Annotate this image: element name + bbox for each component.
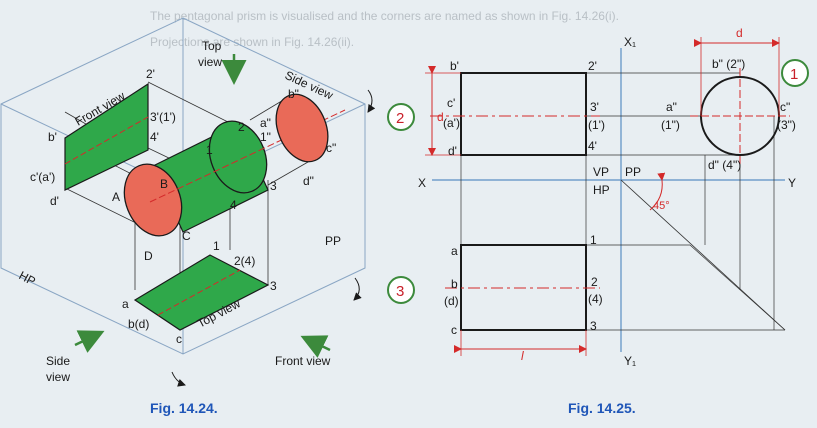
- label-front-2prime: 2': [588, 59, 597, 73]
- miter-line: [620, 179, 786, 331]
- fig-14-24: Top view Side view Front view Top view S…: [0, 17, 376, 416]
- label-side-b-2: b" (2"): [712, 57, 745, 71]
- front-view-arrow: [300, 335, 331, 358]
- fig-14-24-caption: Fig. 14.24.: [150, 400, 218, 416]
- label-x: X: [418, 176, 426, 190]
- label-top-2-4: 2(4): [234, 254, 255, 268]
- fig25-projectors: [460, 72, 786, 331]
- fig24-point-labels: 2' 3'(1') 4' b' c'(a') d' A B C D 1 2 3 …: [30, 67, 336, 346]
- side-view-arrow-label-2: view: [46, 370, 70, 384]
- label-A: A: [112, 190, 120, 204]
- label-top-c: c: [176, 332, 182, 346]
- label-top-1: 1: [213, 239, 220, 253]
- label-front-1prime: (1'): [588, 118, 605, 132]
- label-2: 2: [238, 120, 245, 134]
- label-front-dprime: d': [448, 144, 457, 158]
- label-top-2: 2: [591, 275, 598, 289]
- label-front-3prime: 3': [590, 100, 599, 114]
- label-b-dbl: b": [288, 87, 299, 101]
- cylinder-end-circle: [208, 120, 268, 194]
- label-side-d-4: d" (4"): [708, 158, 741, 172]
- top-view-axis: [157, 269, 241, 316]
- label-front-aprime: (a'): [443, 116, 460, 130]
- label-1: 1: [206, 143, 213, 157]
- label-1-dbl: 1": [260, 130, 271, 144]
- label-top-1: 1: [590, 233, 597, 247]
- label-45deg: 45°: [653, 200, 670, 212]
- label-C: C: [182, 229, 191, 243]
- label-front-4prime: 4': [588, 139, 597, 153]
- fig-14-25-caption: Fig. 14.25.: [568, 400, 636, 416]
- circle-1-label: 1: [790, 66, 798, 83]
- label-side-c: c": [780, 100, 790, 114]
- label-c-dbl: c": [326, 141, 336, 155]
- label-top-b-d: b(d): [128, 317, 149, 331]
- label-top-3: 3: [270, 279, 277, 293]
- label-a-dbl: a": [260, 116, 271, 130]
- label-dprime: d': [50, 194, 59, 208]
- rotate-arrow-side: [367, 89, 376, 113]
- fig25-labels: X₁ Y₁ X Y VP HP PP 45° d d l b' 2' c' (a…: [418, 26, 796, 368]
- top-view-face: [133, 254, 270, 331]
- label-D: D: [144, 249, 153, 263]
- circle-3-label: 3: [396, 283, 404, 300]
- circle-2: [387, 103, 415, 131]
- label-front-cprime: c': [447, 96, 455, 110]
- label-y1: Y₁: [624, 354, 636, 368]
- label-x1: X₁: [624, 35, 636, 49]
- label-top-d: (d): [444, 294, 459, 308]
- side-view-circle: [275, 93, 329, 163]
- label-4prime: 4': [150, 130, 159, 144]
- side-view-arrow-label-1: Side: [46, 354, 70, 368]
- front-view-rect: [460, 72, 587, 156]
- label-d-dbl: d": [303, 174, 314, 188]
- cylinder-axis: [149, 109, 346, 203]
- circle-3: [387, 276, 415, 304]
- label-top-b: b: [451, 277, 458, 291]
- label-4: 4: [230, 198, 237, 212]
- label-3prime-1prime: 3'(1'): [150, 110, 176, 124]
- label-top-4: (4): [588, 292, 603, 306]
- label-3: 3: [270, 179, 277, 193]
- label-side-3: (3"): [777, 118, 796, 132]
- label-side-1: (1"): [661, 118, 680, 132]
- fig-14-25: 1 2 3 X₁ Y₁ X Y VP HP PP 45° d d l b' 2'…: [387, 26, 809, 416]
- label-front-bprime: b': [450, 59, 459, 73]
- circle-2-label: 2: [396, 110, 404, 127]
- hp-plane-label: HP: [17, 268, 38, 288]
- label-d-front: d: [437, 110, 444, 124]
- label-pp: PP: [625, 165, 641, 179]
- side-view-arrow: [74, 330, 105, 353]
- top-view-label-1: Top: [202, 39, 222, 53]
- angle-arc: [649, 172, 666, 211]
- background-text-line1: The pentagonal prism is visualised and t…: [150, 9, 619, 23]
- label-y: Y: [788, 176, 796, 190]
- label-side-a: a": [666, 100, 677, 114]
- label-d-side: d: [736, 26, 743, 40]
- label-vp: VP: [593, 165, 609, 179]
- rotate-arrow-hp: [171, 371, 186, 387]
- front-view-axis: [64, 116, 149, 165]
- cylinder-front-circle: [123, 163, 183, 237]
- background-text-line2: Projections are shown in Fig. 14.26(ii).: [150, 35, 354, 49]
- label-top-a: a: [122, 297, 129, 311]
- label-hp: HP: [593, 183, 610, 197]
- front-view-face: [64, 82, 149, 191]
- label-top-c: c: [451, 323, 457, 337]
- label-B: B: [160, 177, 168, 191]
- circle-1: [781, 59, 809, 87]
- label-l: l: [521, 349, 524, 363]
- label-2prime: 2': [146, 67, 155, 81]
- label-bprime: b': [48, 130, 57, 144]
- label-cprime-aprime: c'(a'): [30, 170, 55, 184]
- pp-plane-label: PP: [325, 234, 341, 248]
- label-top-3: 3: [590, 319, 597, 333]
- rotate-arrow-pp: [353, 277, 362, 301]
- top-view-label-2: view: [198, 55, 222, 69]
- front-view-arrow-label: Front view: [275, 354, 331, 368]
- label-top-a: a: [451, 244, 458, 258]
